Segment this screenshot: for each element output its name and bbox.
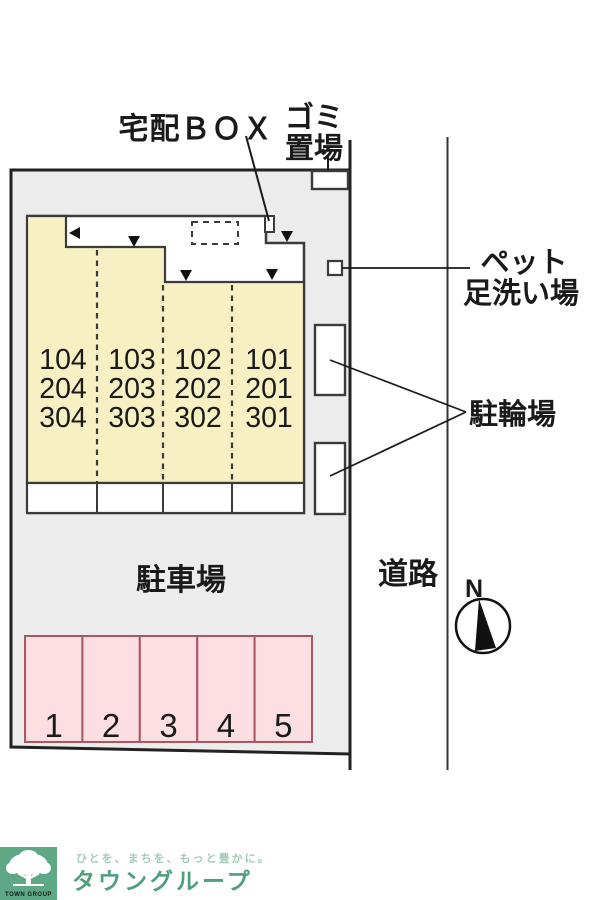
- pet-wash-square: [326, 259, 344, 277]
- parking-space-number: 2: [102, 707, 120, 744]
- tree-icon: TOWN GROUP: [5, 850, 52, 898]
- unit-label: 103: [108, 344, 156, 376]
- garbage-box-rect: [310, 169, 350, 191]
- parking-space-number: 3: [159, 707, 177, 744]
- town-group-logo: TOWN GROUP: [0, 847, 57, 900]
- parking-space-rect: [196, 635, 256, 743]
- parking-space-number: 1: [45, 707, 63, 744]
- unit-label: 104: [39, 344, 87, 376]
- compass-north-label: N: [465, 575, 483, 603]
- entrance-arrow-down-icon: [266, 269, 278, 280]
- site-plan-drawing: 宅配ＢＯＸ ゴミ 置場 ペット 足洗い場 駐輪場 104 204 304 103…: [9, 100, 579, 770]
- brand-company-name: タウングループ: [72, 868, 253, 894]
- parking-lot-label: 駐車場: [136, 564, 226, 597]
- planned-area-dashed-rect: [191, 221, 239, 245]
- parking-space-rect: [138, 635, 199, 743]
- bike-pointer-line-lower: [329, 411, 467, 477]
- parking-space-number: 4: [217, 707, 235, 744]
- delivery-box-pointer-line: [245, 135, 270, 222]
- balcony-strip: [25, 481, 306, 515]
- road-label: 道路: [378, 558, 439, 591]
- parking-space-rect: [253, 635, 314, 743]
- parking-space-number: 5: [274, 707, 292, 744]
- entrance-arrow-left-icon: [69, 227, 80, 239]
- unit-label: 101: [245, 344, 293, 376]
- unit-label: 304: [39, 402, 87, 434]
- compass-needle-icon: [475, 599, 496, 651]
- parking-space-rect: [81, 635, 141, 743]
- pet-wash-label-line1: ペット: [480, 247, 567, 279]
- unit-label: 202: [174, 373, 222, 405]
- unit-label: 102: [174, 344, 222, 376]
- logo-square-caption: TOWN GROUP: [5, 892, 52, 898]
- pet-wash-label-line2: 足洗い場: [463, 277, 579, 310]
- entrance-arrow-down-icon: [128, 236, 140, 247]
- unit-label: 203: [108, 373, 156, 405]
- entrance-arrow-down-icon: [281, 231, 293, 242]
- bike-pointer-line-upper: [329, 359, 467, 413]
- garbage-label-line2: 置場: [285, 132, 343, 165]
- unit-label: 201: [245, 373, 293, 405]
- parking-space-rect: [24, 635, 84, 743]
- unit-label: 302: [174, 402, 222, 434]
- delivery-box-rect: [264, 215, 275, 233]
- bike-parking-rect-lower: [313, 441, 347, 516]
- unit-label: 204: [39, 373, 87, 405]
- delivery-box-label: 宅配ＢＯＸ: [119, 112, 274, 146]
- brand-tagline: ひとを、まちを、もっと豊かに。: [76, 853, 271, 865]
- entrance-arrow-down-icon: [180, 270, 192, 281]
- unit-label: 303: [108, 402, 156, 434]
- unit-label: 301: [245, 402, 293, 434]
- garbage-label-line1: ゴミ: [285, 100, 343, 134]
- bike-parking-label: 駐輪場: [469, 397, 556, 431]
